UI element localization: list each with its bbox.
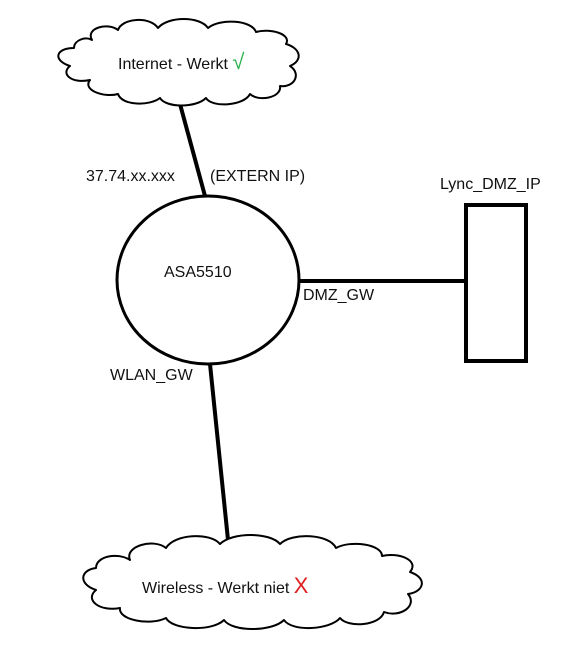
dmz-server-label: Lync_DMZ_IP	[440, 176, 541, 193]
wireless-cloud-shape	[82, 534, 423, 630]
internet-label-text: Internet - Werkt	[118, 56, 228, 73]
wlan-link-line	[208, 363, 230, 541]
check-mark-icon: √	[232, 49, 245, 74]
cross-mark-icon: X	[293, 573, 309, 598]
wireless-node-label: Wireless - Werkt niet X	[142, 573, 309, 599]
firewall-node-label: ASA5510	[164, 264, 232, 281]
internet-link-ip-label: 37.74.xx.xxx	[86, 168, 175, 185]
internet-node-label: Internet - Werkt √	[118, 49, 245, 75]
wlan-link-label: WLAN_GW	[110, 367, 193, 384]
dmz-link-label: DMZ_GW	[303, 287, 375, 304]
dmz-server-box	[464, 203, 528, 363]
internet-link-line	[178, 103, 207, 197]
wireless-label-text: Wireless - Werkt niet	[142, 580, 290, 597]
internet-cloud-shape	[57, 18, 300, 107]
firewall-node-circle	[115, 194, 301, 366]
internet-link-type-label: (EXTERN IP)	[210, 168, 306, 185]
